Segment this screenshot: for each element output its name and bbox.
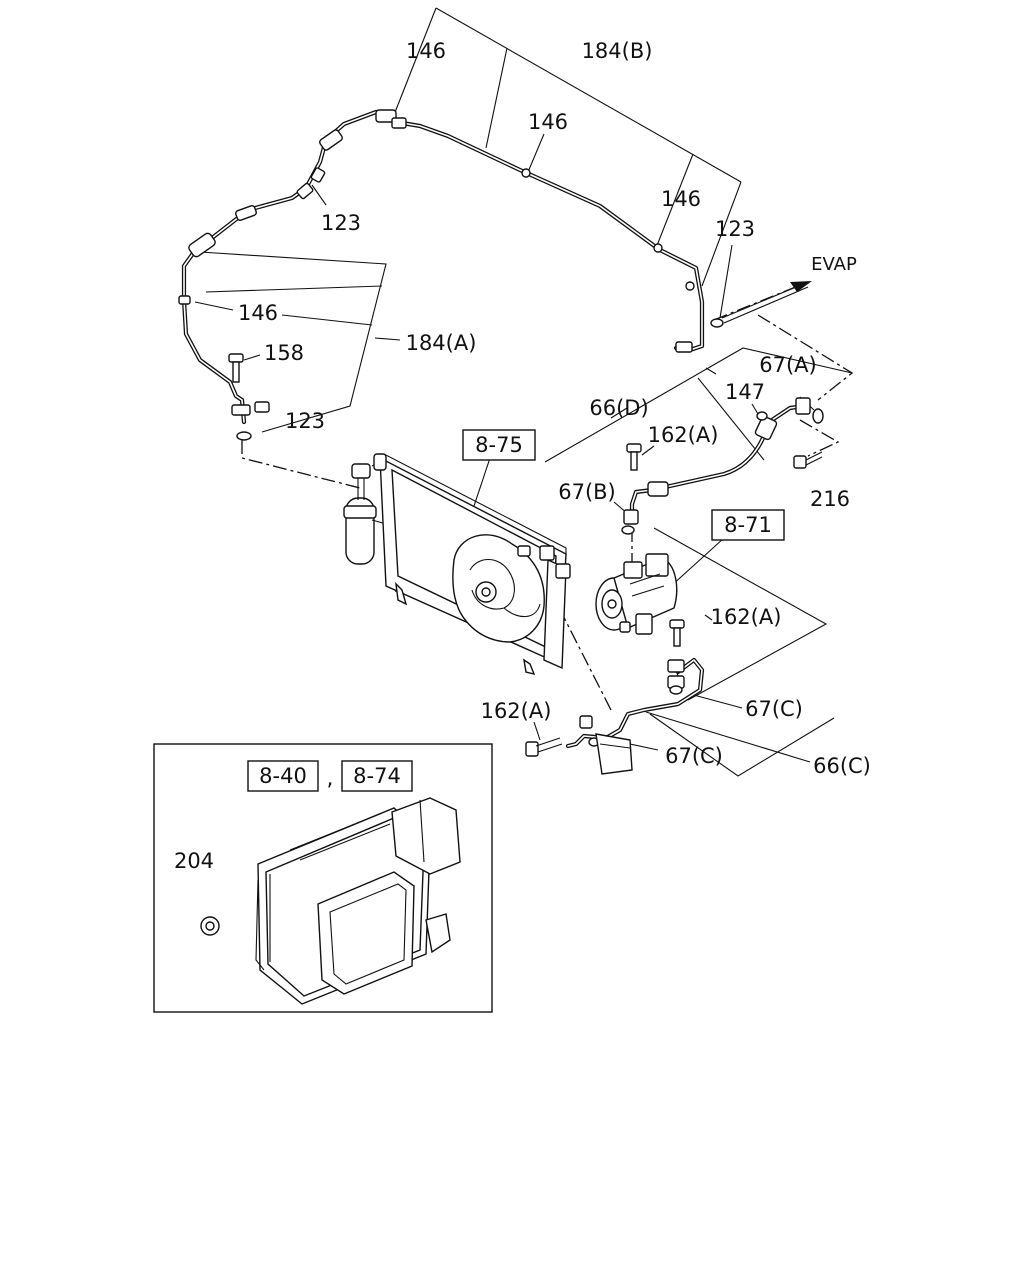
ref-8-71: 8-71 — [724, 513, 772, 537]
evap-arrow — [721, 281, 812, 324]
ref-8-75: 8-75 — [475, 433, 523, 457]
label-67b: 67(B) — [558, 480, 616, 504]
label-123-lower: 123 — [285, 409, 325, 433]
label-66d: 66(D) — [589, 396, 648, 420]
label-146-top: 146 — [406, 39, 446, 63]
label-158: 158 — [264, 341, 304, 365]
ref-box-8-40 — [247, 760, 319, 792]
label-204: 204 — [174, 849, 214, 873]
label-216: 216 — [810, 487, 850, 511]
ref-box-8-71 — [711, 509, 785, 541]
label-146-right: 146 — [661, 187, 701, 211]
label-184a: 184(A) — [406, 331, 477, 355]
label-146-left: 146 — [238, 301, 278, 325]
label-123-upper: 123 — [321, 211, 361, 235]
label-162a-3: 162(A) — [481, 699, 552, 723]
reference-boxes: 8-75 8-71 8-40 , 8-74 — [247, 429, 785, 792]
ref-8-74: 8-74 — [353, 764, 401, 788]
label-67c-2: 67(C) — [665, 744, 723, 768]
part-labels: 146 184(B) 146 146 123 EVAP 123 146 184(… — [174, 39, 871, 873]
compressor — [595, 553, 678, 635]
label-67c-1: 67(C) — [745, 697, 803, 721]
ref-box-8-75 — [462, 429, 536, 461]
suction-hose — [621, 397, 824, 535]
label-184b: 184(B) — [582, 39, 653, 63]
label-162a-2: 162(A) — [711, 605, 782, 629]
ref-8-40: 8-40 — [259, 764, 307, 788]
label-162a-1: 162(A) — [648, 423, 719, 447]
label-146-mid: 146 — [528, 110, 568, 134]
liquid-pipe — [178, 109, 724, 441]
ref-comma: , — [327, 766, 334, 790]
label-evap: EVAP — [811, 254, 857, 275]
discharge-hose — [525, 619, 705, 775]
label-67a: 67(A) — [759, 353, 816, 377]
label-66c: 66(C) — [813, 754, 871, 778]
condenser-assembly — [343, 453, 571, 676]
evaporator-inset — [153, 743, 493, 1013]
label-123-right: 123 — [715, 217, 755, 241]
ref-box-8-74 — [341, 760, 413, 792]
label-147: 147 — [725, 380, 765, 404]
